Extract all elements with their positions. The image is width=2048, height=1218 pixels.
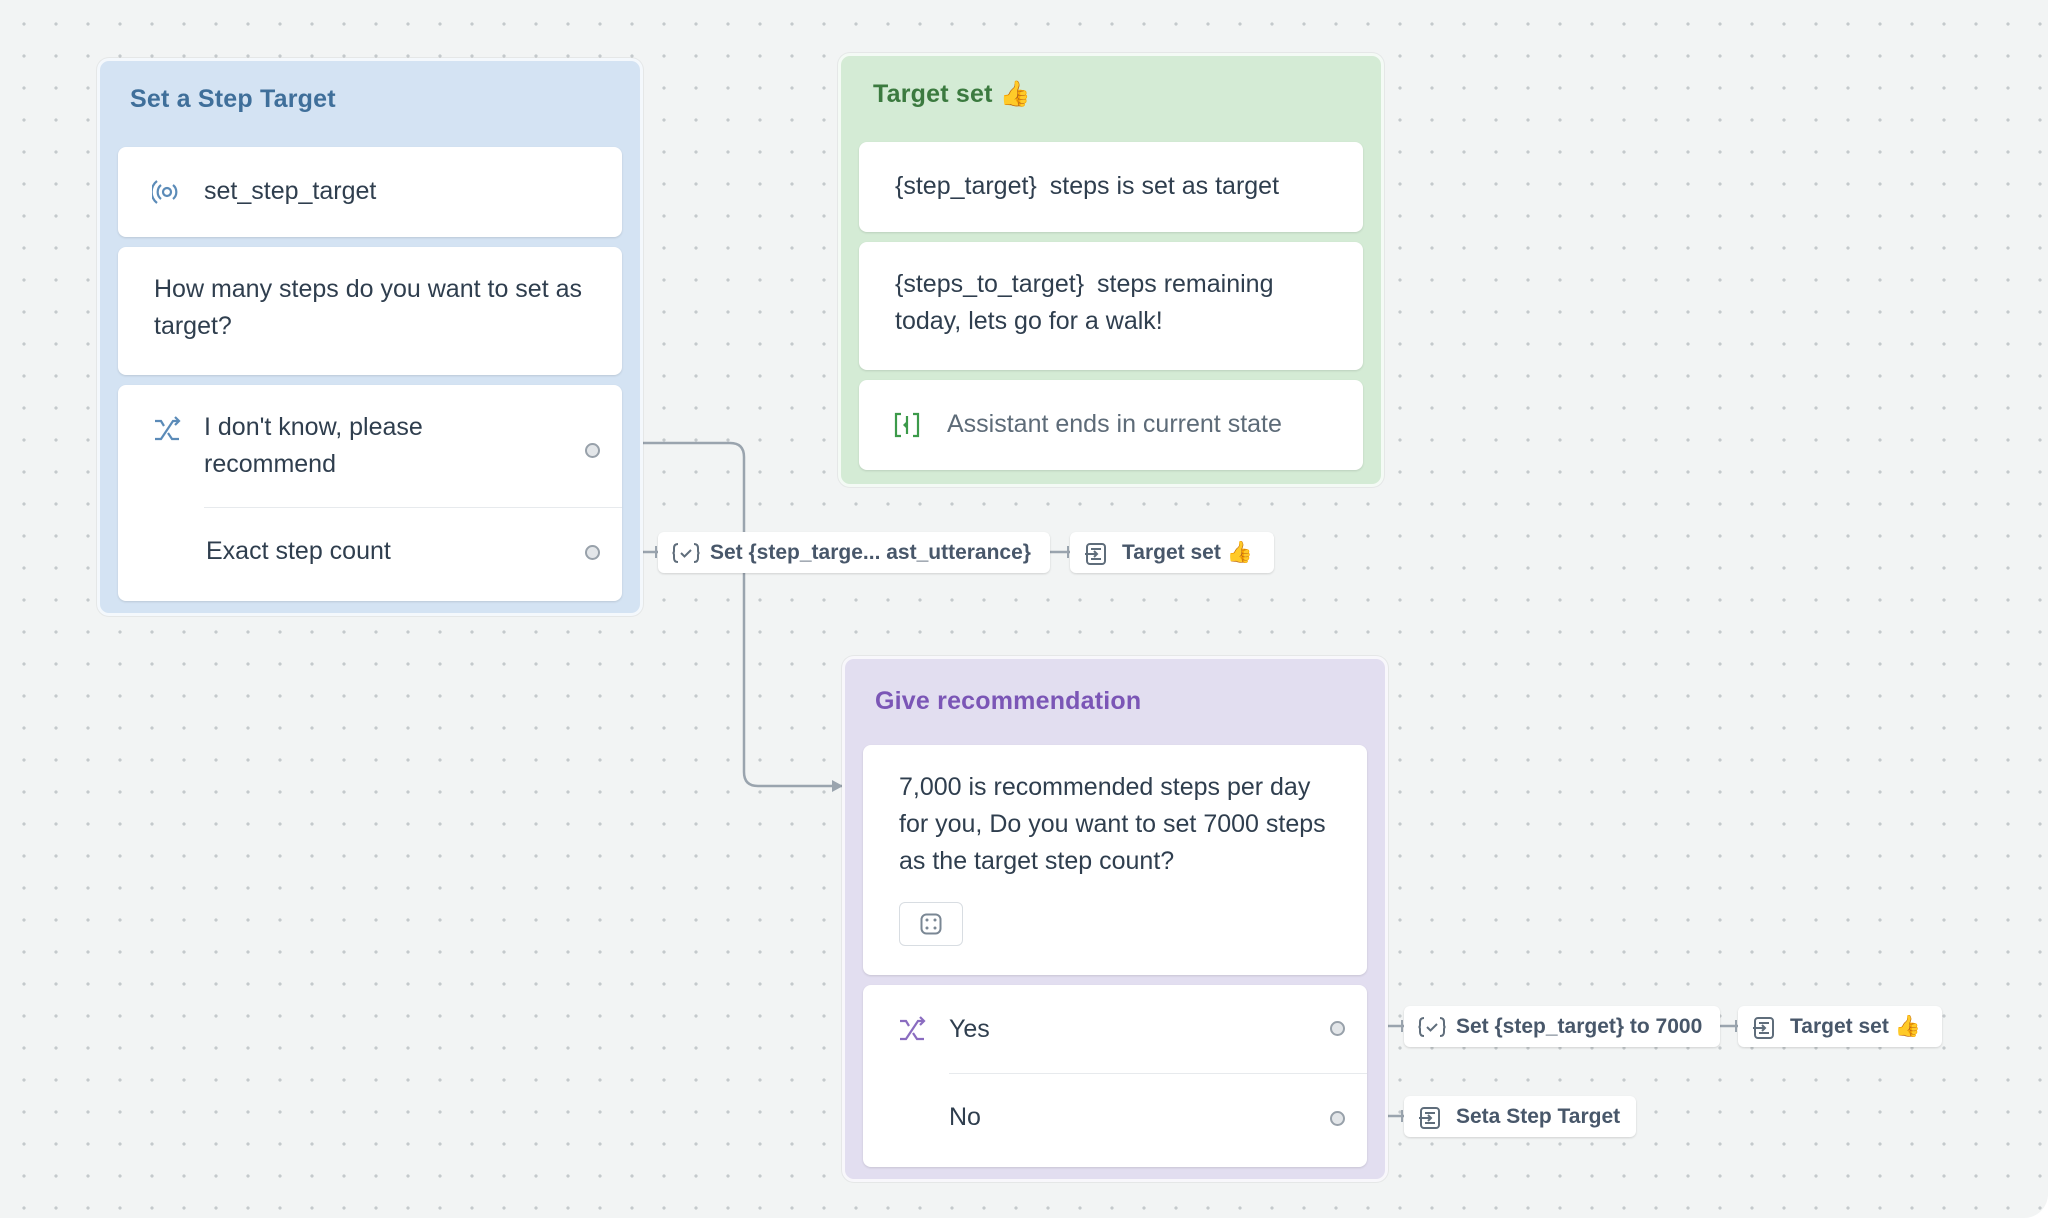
variable-icon — [672, 543, 700, 563]
intent-card[interactable]: set_step_target — [118, 147, 622, 237]
go-to-icon — [1085, 543, 1106, 565]
end-action-card[interactable]: Assistant ends in current state — [859, 380, 1363, 470]
message-text: {step_target} steps is set as target — [895, 168, 1341, 205]
choice-item[interactable]: No — [949, 1103, 981, 1131]
choice-card[interactable]: Yes No — [863, 985, 1367, 1167]
action-label: Set {step_target} to 7000 — [1456, 1015, 1703, 1038]
message-card[interactable]: 7,000 is recommended steps per day for y… — [863, 745, 1367, 975]
choice-port[interactable] — [585, 545, 600, 560]
message-body: steps remaining — [1097, 270, 1274, 298]
end-state-icon — [894, 412, 920, 438]
block-title: Set a Step Target — [130, 85, 336, 113]
message-card[interactable]: {step_target} steps is set as target — [859, 142, 1363, 232]
dice-icon — [920, 913, 942, 935]
branch-icon — [900, 1016, 926, 1041]
prompt-card[interactable]: How many steps do you want to set as tar… — [118, 247, 622, 375]
goto-target: Target set — [1122, 541, 1221, 564]
intent-trigger-icon — [152, 180, 178, 204]
set-variable-action[interactable]: Set {step_target} to 7000 — [1404, 1006, 1720, 1047]
intent-name: set_step_target — [204, 177, 377, 205]
variable-chip: {step_target} — [895, 172, 1037, 200]
variable-icon — [1418, 1017, 1446, 1037]
go-to-icon — [1753, 1017, 1774, 1039]
variable-chip: {steps_to_target} — [895, 270, 1085, 298]
action-label: Target set 👍 — [1790, 1015, 1921, 1039]
divider — [949, 1073, 1367, 1074]
block-title: Target set 👍 — [873, 80, 1031, 109]
thumbs-up-icon: 👍 — [999, 80, 1032, 108]
divider — [204, 507, 622, 508]
block-target-set[interactable]: Target set 👍 {step_target} steps is set … — [838, 53, 1384, 487]
block-title-text: Target set — [873, 80, 993, 108]
set-variable-action[interactable]: Set {step_targe... ast_utterance} — [658, 532, 1050, 573]
choice-item[interactable]: Yes — [949, 1015, 990, 1043]
message-body-line2: today, lets go for a walk! — [895, 307, 1163, 335]
choice-item[interactable]: Exact step count — [206, 537, 391, 565]
action-label: Set {step_targe... ast_utterance} — [710, 541, 1031, 564]
goto-block-action[interactable]: Target set 👍 — [1738, 1006, 1942, 1047]
message-body: steps is set as target — [1049, 172, 1280, 200]
goto-block-action[interactable]: Target set 👍 — [1070, 532, 1274, 573]
choice-port[interactable] — [1330, 1111, 1345, 1126]
block-title: Give recommendation — [875, 687, 1142, 715]
choice-item[interactable]: I don't know, please recommend — [204, 413, 423, 478]
add-button[interactable] — [899, 902, 963, 946]
message-card[interactable]: {steps_to_target} steps remaining today,… — [859, 242, 1363, 370]
go-to-icon — [1419, 1107, 1440, 1129]
message-text: {steps_to_target} steps remaining today,… — [895, 266, 1341, 340]
end-action-label: Assistant ends in current state — [947, 410, 1282, 438]
prompt-text: How many steps do you want to set as tar… — [154, 275, 582, 340]
thumbs-up-icon: 👍 — [1226, 541, 1253, 564]
goto-block-action[interactable]: Seta Step Target — [1404, 1096, 1636, 1137]
choice-port[interactable] — [585, 443, 600, 458]
goto-target: Seta Step Target — [1456, 1105, 1621, 1128]
goto-target: Target set — [1790, 1015, 1889, 1038]
message-text: 7,000 is recommended steps per day for y… — [899, 773, 1326, 875]
thumbs-up-icon: 👍 — [1894, 1015, 1921, 1038]
block-set-step-target[interactable]: Set a Step Target set_step_target How ma… — [97, 58, 643, 616]
block-give-recommendation[interactable]: Give recommendation 7,000 is recommended… — [842, 656, 1388, 1182]
action-label: Target set 👍 — [1122, 541, 1253, 565]
branch-icon — [155, 416, 181, 441]
choice-card[interactable]: I don't know, please recommend Exact ste… — [118, 385, 622, 601]
choice-port[interactable] — [1330, 1021, 1345, 1036]
